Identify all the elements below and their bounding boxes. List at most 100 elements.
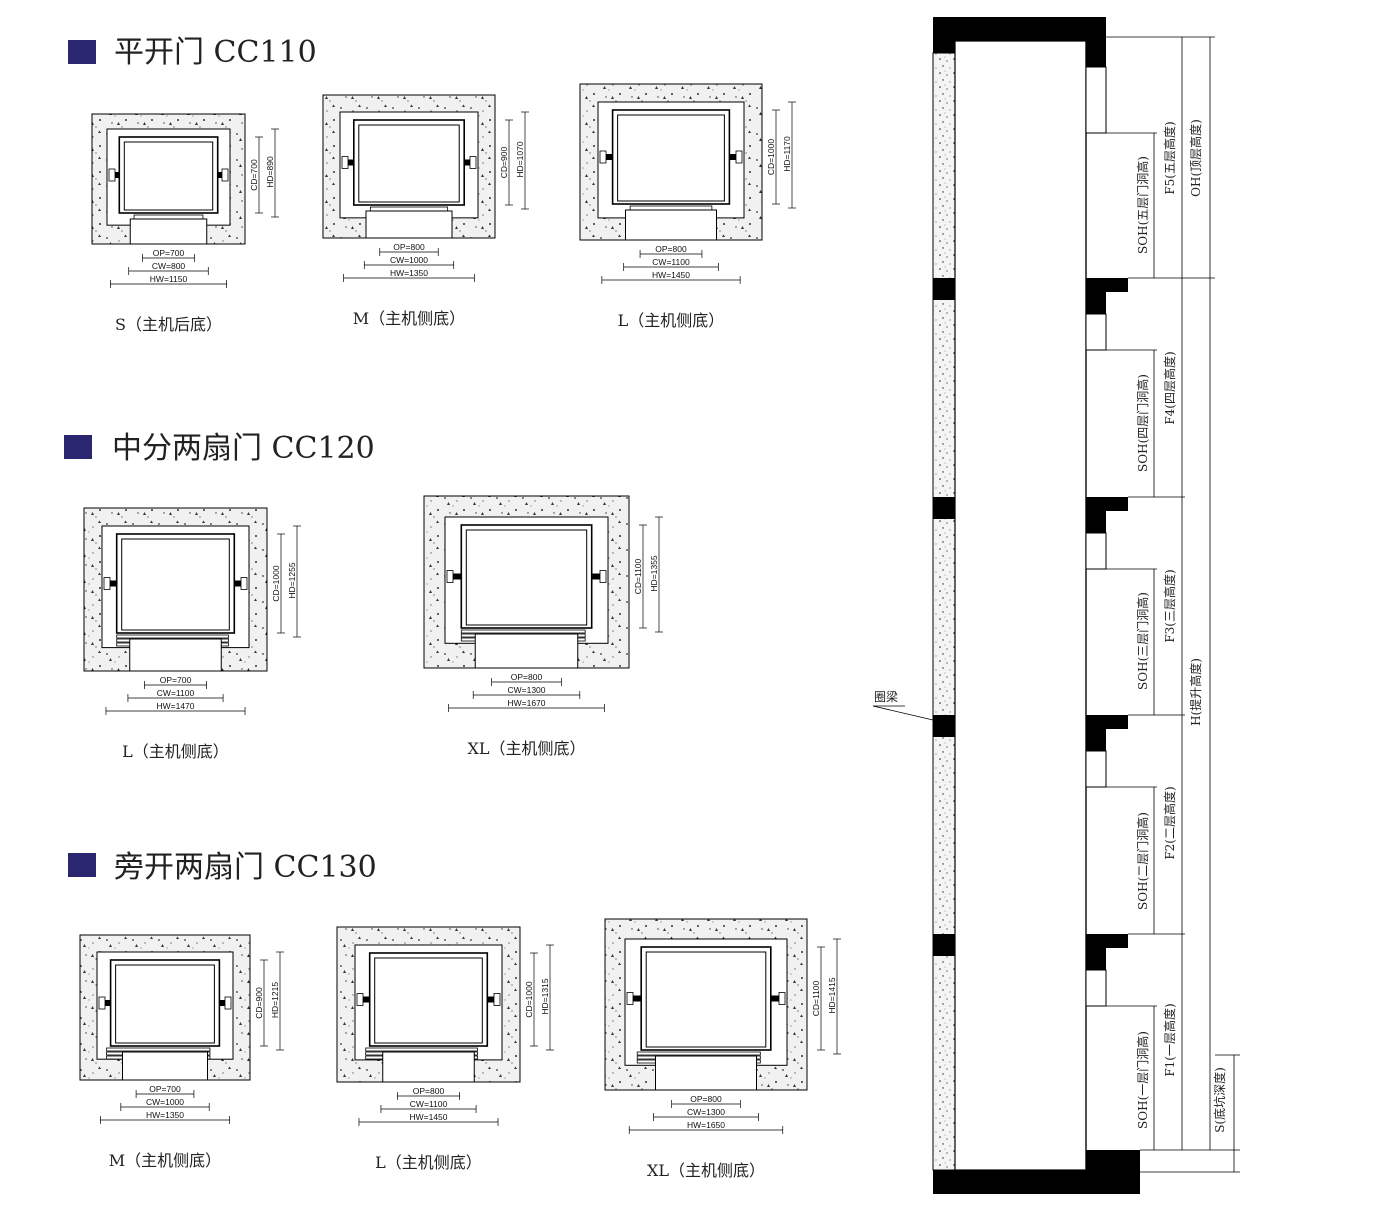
- shaft-dimension-lines: [1106, 36, 1240, 1173]
- rail-bracket-right: [487, 996, 494, 1003]
- hw-label: HW=1670: [507, 698, 545, 708]
- floor-lintel-3: [1085, 497, 1128, 570]
- f5-label: F5(五层高度): [1162, 121, 1177, 194]
- op-label: OP=800: [511, 672, 543, 682]
- ring-beam: [933, 278, 955, 300]
- hw-label: HW=1470: [156, 701, 194, 711]
- hw-label: HW=1650: [687, 1120, 725, 1130]
- shaft-elevation: 圈梁 OH(顶层高度) F5(五层高度) SOH(五层门洞高) F4(四层高度)…: [872, 17, 1240, 1194]
- shaft-top-slab: [933, 17, 1106, 41]
- soh5-label: SOH(五层门洞高): [1135, 156, 1150, 254]
- shaft-opening: [354, 944, 503, 1061]
- door-panel: [365, 1047, 478, 1052]
- door-opening: [625, 209, 717, 241]
- cw-label: CW=1100: [410, 1099, 448, 1109]
- shaft-right-wall-top: [1086, 17, 1106, 67]
- soh1-label: SOH(一层门洞高): [1135, 1031, 1150, 1129]
- floor-lintel-5: [1085, 66, 1107, 134]
- section-title: 中分两扇门 CC120: [112, 431, 375, 466]
- op-label: OP=800: [655, 244, 687, 254]
- shaft-opening: [101, 525, 250, 649]
- ring-beam: [933, 497, 955, 519]
- cd-label: CD=900: [499, 147, 509, 179]
- hw-label: HW=1450: [409, 1112, 447, 1122]
- guide-rail-left: [599, 150, 607, 164]
- rail-bracket-right: [770, 995, 779, 1002]
- rail-bracket-right: [234, 580, 241, 587]
- car-inner: [123, 141, 214, 211]
- hd-label: HD=1255: [287, 562, 297, 598]
- plan-cc130-xl: OP=800 CW=1300 HW=1650 CD=1100 HD=1415 X…: [604, 918, 841, 1180]
- cw-label: CW=1000: [146, 1097, 184, 1107]
- guide-rail-left: [356, 993, 364, 1006]
- door-panel: [629, 205, 713, 211]
- guide-rail-right: [221, 168, 229, 182]
- guide-rail-right: [224, 996, 232, 1010]
- guide-rail-left: [98, 996, 106, 1010]
- car-inner: [645, 951, 767, 1048]
- rail-bracket-left: [606, 154, 613, 160]
- shaft-opening: [624, 938, 788, 1066]
- f4-label: F4(四层高度): [1162, 351, 1177, 424]
- door-opening: [129, 218, 208, 245]
- shaft-opening: [444, 516, 609, 644]
- section-marker: [64, 435, 92, 459]
- f3-label: F3(三层高度): [1162, 569, 1177, 642]
- hd-label: HD=1355: [649, 555, 659, 591]
- cd-label: CD=1100: [811, 980, 821, 1016]
- plan-caption: M（主机侧底）: [353, 309, 465, 328]
- section-header-cc130: 旁开两扇门 CC130: [68, 850, 377, 885]
- f2-label: F2(二层高度): [1162, 786, 1177, 859]
- guide-rail-right: [735, 150, 743, 164]
- cd-label: CD=1100: [633, 558, 643, 594]
- car-inner: [617, 114, 725, 202]
- plan-cc120-l: OP=700 CW=1100 HW=1470 CD=1000 HD=1255 L…: [83, 507, 301, 761]
- plan-caption: L（主机侧底）: [122, 742, 229, 761]
- op-label: OP=800: [690, 1094, 722, 1104]
- hd-label: HD=1215: [270, 982, 280, 1018]
- op-label: OP=700: [149, 1084, 181, 1094]
- car-inner: [115, 964, 215, 1044]
- ring-beam-leader: [872, 705, 934, 721]
- guide-rail-right: [599, 570, 607, 583]
- guide-rail-right: [778, 992, 786, 1005]
- plan-cc130-m: OP=700 CW=1000 HW=1350 CD=900 HD=1215 M（…: [79, 934, 284, 1170]
- op-label: OP=700: [153, 248, 185, 258]
- hd-label: HD=890: [265, 156, 275, 188]
- hw-label: HW=1450: [652, 270, 690, 280]
- cd-label: CD=1000: [524, 981, 534, 1017]
- plan-cc110-l: OP=800 CW=1100 HW=1450 CD=1000 HD=1170 L…: [579, 83, 796, 330]
- shaft-interior: [954, 40, 1087, 1171]
- op-label: OP=800: [393, 242, 425, 252]
- cw-label: CW=1000: [390, 255, 428, 265]
- rail-bracket-left: [363, 996, 370, 1003]
- car-inner: [358, 124, 460, 203]
- shaft-opening: [597, 101, 745, 219]
- guide-rail-left: [626, 992, 634, 1005]
- door-panel: [369, 206, 449, 212]
- plan-cc110-s: OP=700 CW=800 HW=1150 CD=700 HD=890 S（主机…: [91, 113, 279, 334]
- floor-lintel-2: [1085, 715, 1128, 788]
- shaft-left-wall-cap: [933, 17, 955, 53]
- section-marker: [68, 40, 96, 64]
- soh4-label: SOH(四层门洞高): [1135, 374, 1150, 472]
- hd-label: HD=1315: [540, 978, 550, 1014]
- rail-bracket-left: [453, 573, 462, 580]
- door-panel: [116, 634, 229, 639]
- plan-cc110-m: OP=800 CW=1000 HW=1350 CD=900 HD=1070 M（…: [322, 94, 529, 328]
- cw-label: CW=800: [152, 261, 186, 271]
- plan-caption: S（主机后底）: [115, 315, 222, 334]
- rail-bracket-left: [348, 159, 354, 166]
- section-header-cc110: 平开门 CC110: [68, 35, 317, 70]
- soh2-label: SOH(二层门洞高): [1135, 812, 1150, 910]
- door-panel: [460, 629, 586, 634]
- cw-label: CW=1300: [687, 1107, 725, 1117]
- plan-caption: XL（主机侧底）: [467, 739, 585, 758]
- left-wall: [932, 52, 956, 1171]
- plan-cc130-l: OP=800 CW=1100 HW=1450 CD=1000 HD=1315 L…: [336, 926, 554, 1172]
- plan-cc120-xl: OP=800 CW=1300 HW=1670 CD=1100 HD=1355 X…: [423, 495, 663, 758]
- car-inner: [465, 529, 588, 626]
- section-title: 旁开两扇门 CC130: [114, 850, 377, 885]
- section-marker: [68, 853, 96, 877]
